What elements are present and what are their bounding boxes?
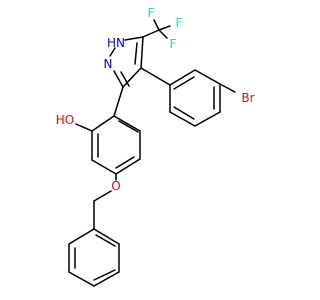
bond (93, 271, 120, 287)
bond (122, 67, 142, 88)
bond (120, 71, 130, 87)
bond (91, 159, 117, 175)
benzyloxy-linker (93, 190, 112, 230)
nitrogen-atom-label: N (104, 57, 113, 71)
bond (113, 86, 124, 117)
bond (68, 228, 95, 245)
bond (194, 111, 221, 127)
bond (169, 69, 196, 86)
bond (113, 115, 141, 132)
molecule-structure: HN N F F F HO O Br (56, 6, 255, 287)
bond (75, 123, 93, 132)
hydroxyl-atom-label: HO (56, 113, 74, 127)
fluorine-atom-label-upper-right: F (176, 16, 183, 30)
bond (109, 47, 116, 57)
bond (153, 19, 160, 31)
ether-oxygen-atom-label: O (111, 179, 120, 193)
phenol-ring (75, 86, 141, 181)
bond (93, 190, 112, 202)
bond (115, 156, 135, 169)
bond (169, 111, 196, 127)
bond (194, 69, 221, 85)
bond (93, 269, 116, 281)
bond (134, 42, 138, 65)
bromine-atom-label: Br (241, 91, 254, 105)
bond (113, 70, 124, 88)
nh-atom-label: HN (107, 36, 125, 50)
fluorine-atom-label-top: F (148, 6, 155, 20)
fluorine-atom-label-lower-right: F (170, 37, 177, 51)
bond (118, 120, 139, 133)
bond (173, 106, 195, 120)
benzyl-ring (68, 228, 120, 287)
bond (140, 67, 171, 86)
bond (158, 29, 168, 39)
bond (219, 83, 236, 93)
bond (93, 228, 120, 245)
bond (124, 36, 144, 41)
bond (142, 29, 160, 38)
bond (140, 36, 144, 69)
atom-labels: HN N F F F HO O Br (56, 6, 255, 193)
bond (91, 115, 115, 132)
bond (158, 25, 171, 31)
trifluoromethyl-group (142, 19, 171, 39)
bond (173, 76, 195, 90)
bromophenyl-ring (140, 67, 236, 127)
bond (95, 234, 116, 247)
bond (68, 271, 95, 287)
pyrazole-ring (109, 36, 144, 88)
bond (115, 158, 141, 175)
